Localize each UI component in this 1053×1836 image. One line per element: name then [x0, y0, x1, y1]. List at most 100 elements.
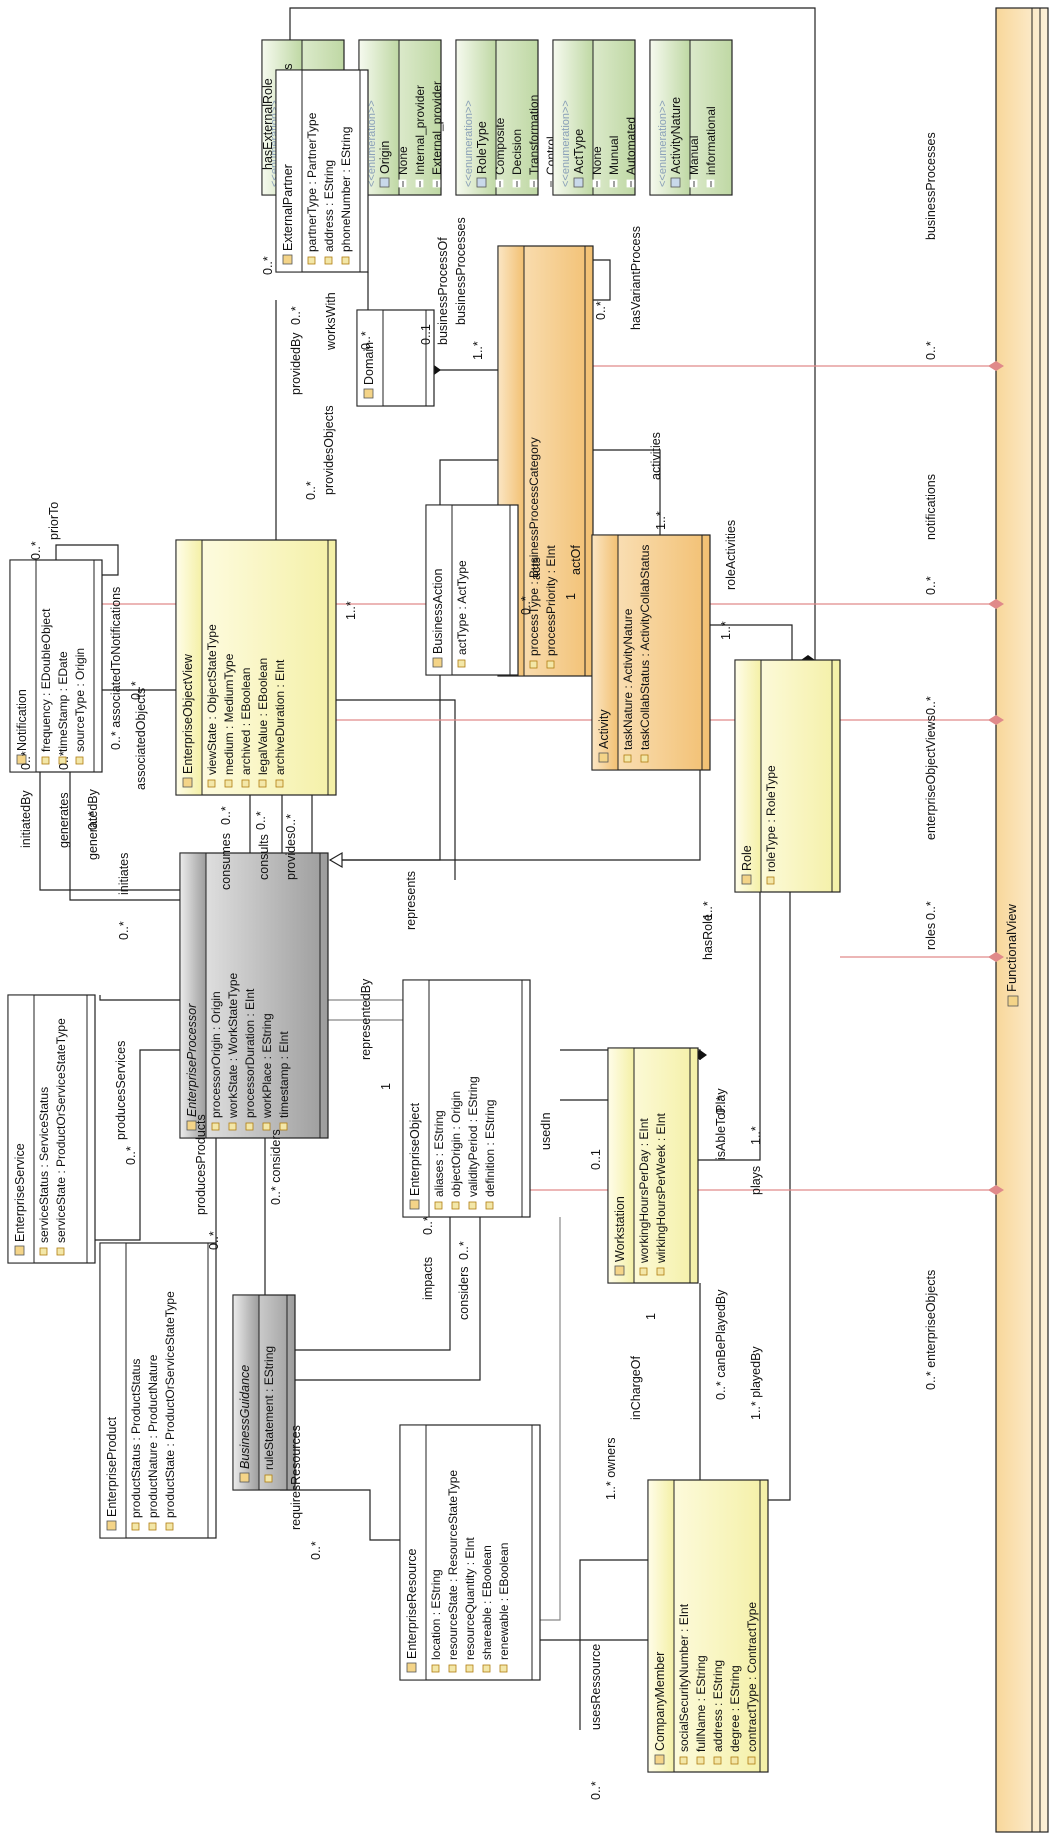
attribute-icon — [546, 660, 555, 669]
plays-mult-label: 1..* — [749, 1126, 763, 1145]
class-name: BusinessGuidance — [238, 1365, 252, 1469]
consumes-label: consumes — [219, 833, 233, 890]
association-line — [280, 1489, 400, 1541]
class-attribute: workState : WorkStateType — [226, 973, 240, 1119]
has-role-label: hasRole — [701, 914, 715, 960]
class-attribute: definition : EString — [483, 1100, 497, 1197]
class-attribute: archiveDuration : EInt — [273, 659, 287, 775]
attribute-icon — [324, 256, 333, 265]
class-name: Workstation — [613, 1196, 627, 1262]
class-name: Domain — [362, 342, 376, 385]
initiates-label: initiates — [117, 853, 131, 895]
attribute-icon — [656, 1267, 665, 1276]
association-line — [99, 995, 180, 1001]
class-attribute: timestamp : EInt — [277, 1031, 291, 1118]
class-attribute: taskNature : ActivityNature — [621, 608, 635, 750]
class-attribute: resourceState : ResourceStateType — [446, 1470, 460, 1660]
attribute-icon — [56, 1247, 65, 1256]
class-attribute: address : EString — [322, 160, 336, 252]
class-attribute: taskCollabStatus : ActivityCollabStatus — [638, 545, 652, 750]
generalization-arrow — [328, 851, 343, 869]
assoc-objects-mult-label: 0..* — [129, 681, 143, 700]
class-icon — [186, 1120, 197, 1131]
roles-mult-label: 0..* — [924, 901, 938, 920]
provided-by-mult-label: 0..* — [289, 306, 303, 325]
enum-icon — [670, 177, 681, 188]
class-domain[interactable]: Domain — [356, 309, 435, 407]
has-external-role-label: hasExternalRole — [261, 78, 275, 170]
bp1-mult-label: 1..* — [471, 341, 485, 360]
functional-view-class[interactable]: FunctionalView — [995, 7, 1049, 1833]
class-name: ActType — [572, 129, 586, 174]
class-attribute: actType : ActType — [455, 560, 469, 655]
attribute-icon — [75, 756, 84, 765]
business-process-of-label: businessProcessOf — [436, 237, 450, 345]
class-attribute: fullName : EString — [694, 1655, 708, 1752]
class-name: ActivityNature — [669, 97, 683, 174]
class-attribute: roleType : RoleType — [764, 765, 778, 872]
class-icon — [432, 657, 443, 668]
used-in-mult-label: 0..1 — [589, 1149, 603, 1170]
class-attribute: productStatus : ProductStatus — [129, 1359, 143, 1518]
impacts-label: impacts — [421, 1257, 435, 1300]
acts-mult-label: 0..* — [519, 596, 533, 615]
in-charge-of-mult-label: 1 — [644, 1313, 658, 1320]
attribute-icon — [341, 256, 350, 265]
owners-label: 1..* owners — [604, 1437, 618, 1500]
attribute-icon — [275, 779, 284, 788]
consults-label: consults — [257, 834, 271, 880]
attribute-icon — [457, 659, 466, 668]
enum-literal: None — [396, 146, 410, 175]
enum-literal: None — [590, 146, 604, 175]
class-name: EnterpriseService — [13, 1143, 27, 1242]
represented-by-label: representedBy — [359, 978, 373, 1060]
is-able-to-play-label: isAbleToPlay — [714, 1088, 728, 1160]
enum-literal: Internal_provider — [413, 85, 427, 175]
provided-by-label: providedBy — [289, 332, 303, 395]
class-attribute: archived : EBoolean — [239, 668, 253, 775]
act-of-label: actOf — [569, 545, 583, 575]
uses-ressource-mult-label: 0..* — [589, 1781, 603, 1800]
class-attribute: resourceQuantity : EInt — [463, 1537, 477, 1660]
can-be-played-by-label: 0..* canBePlayedBy — [714, 1289, 728, 1400]
attribute-icon — [640, 754, 649, 763]
attribute-icon — [264, 1474, 273, 1483]
composition-diamond — [988, 1185, 1004, 1195]
enum-literal: Manual — [687, 136, 701, 175]
associated-to-notifications-label: 0..* associatedToNotifications — [109, 587, 123, 750]
association-line — [289, 7, 816, 660]
association-line — [95, 1049, 180, 1241]
played-by-label: 1..* playedBy — [749, 1346, 763, 1420]
roles-label: roles — [924, 923, 938, 950]
association-line — [330, 770, 701, 861]
class-attribute: viewState : ObjectStateType — [205, 624, 219, 775]
enum-literal: Decision — [510, 129, 524, 175]
association-line — [768, 892, 791, 1501]
class-icon — [182, 777, 193, 788]
class-attribute: wirkingHoursPerWeek : EInt — [654, 1113, 668, 1264]
generated-by-mult-label: 0..* — [86, 811, 100, 830]
class-attribute: validityPeriod : EString — [466, 1076, 480, 1197]
class-attribute: aliases : EString — [432, 1110, 446, 1197]
association-line — [540, 1217, 561, 1621]
class-name: RoleType — [475, 121, 489, 174]
attribute-icon — [468, 1201, 477, 1210]
